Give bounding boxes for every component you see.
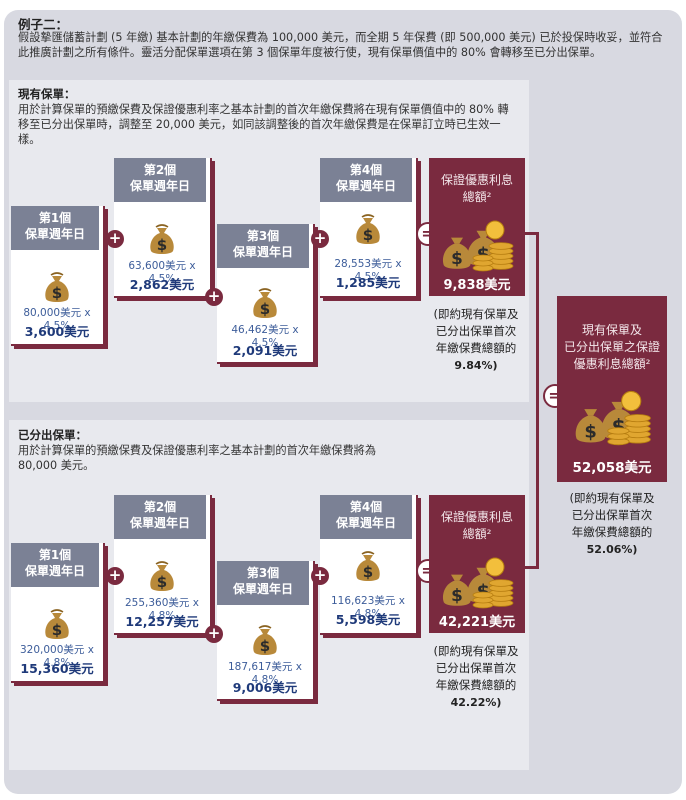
note-line: 已分出保單首次: [571, 508, 653, 522]
money-bag-icon: $: [147, 557, 177, 597]
money-bag-icon: $: [250, 284, 280, 324]
anniversary-card-4: 第4個 保單週年日 $116,623美元 x 4.8%5,598美元: [320, 495, 418, 635]
anniversary-tab: 第4個 保單週年日: [320, 158, 412, 202]
interest-amount: 5,598美元: [335, 612, 401, 627]
interest-calculation: 116,623美元 x 4.8%: [331, 595, 405, 620]
interest-amount: 3,600美元: [24, 324, 90, 339]
anniversary-tab: 第4個 保單週年日: [320, 495, 412, 539]
plus-icon: +: [106, 230, 124, 248]
connector-line: [536, 232, 539, 568]
total-title: 保證優惠利息 總額²: [440, 173, 513, 204]
interest-calculation: 255,360美元 x 4.8%: [125, 597, 199, 622]
svg-text:$: $: [157, 236, 167, 254]
example-title: 例子二：: [18, 17, 69, 32]
interest-calculation: 320,000美元 x 4.8%: [20, 644, 94, 669]
svg-text:$: $: [363, 226, 373, 244]
percentage-note: (即約現有保單及已分出保單首次年繳保費總額的 42.22%): [418, 643, 534, 711]
note-line: 年繳保費總額的: [435, 678, 517, 692]
note-line: 已分出保單首次: [435, 661, 517, 675]
interest-calculation: 63,600美元 x 4.5%: [128, 260, 196, 285]
interest-calculation: 28,553美元 x 4.5%: [334, 258, 402, 283]
interest-amount: 12,257美元: [125, 614, 199, 629]
svg-text:$: $: [451, 585, 463, 605]
percentage-note: (即約現有保單及已分出保單首次年繳保費總額的 9.84%): [418, 306, 534, 374]
money-bags-coins-icon: $$: [569, 384, 655, 452]
interest-amount: 2,091美元: [232, 343, 298, 358]
money-bag-icon: $: [250, 621, 280, 661]
plus-icon: +: [311, 567, 329, 585]
existing-policy-heading: 現有保單：: [18, 87, 76, 101]
interest-amount: 2,862美元: [129, 277, 195, 292]
split-policy-heading: 已分出保單：: [18, 428, 87, 442]
interest-calculation: 80,000美元 x 4.5%: [23, 307, 91, 332]
svg-text:$: $: [52, 621, 62, 639]
anniversary-card-3: 第3個 保單週年日 $187,617美元 x 4.8%9,006美元: [217, 561, 315, 701]
existing-policy-text: 用於計算保單的預繳保費及保證優惠利率之基本計劃的首次年繳保費將在現有保單價值中的…: [18, 103, 509, 146]
anniversary-card-1: 第1個 保單週年日 $320,000美元 x 4.8%15,360美元: [11, 543, 105, 683]
svg-text:$: $: [260, 300, 270, 318]
anniversary-tab: 第3個 保單週年日: [217, 224, 309, 268]
anniversary-card-4: 第4個 保單週年日 $28,553美元 x 4.5%1,285美元: [320, 158, 418, 298]
anniversary-card-2: 第2個 保單週年日 $255,360美元 x 4.8%12,257美元: [114, 495, 212, 635]
svg-text:$: $: [157, 573, 167, 591]
interest-amount: 9,006美元: [232, 680, 298, 695]
svg-text:$: $: [584, 421, 596, 442]
anniversary-tab: 第3個 保單週年日: [217, 561, 309, 605]
note-line: 年繳保費總額的: [571, 525, 653, 539]
anniversary-card-1: 第1個 保單週年日 $80,000美元 x 4.5%3,600美元: [11, 206, 105, 346]
svg-text:$: $: [451, 248, 463, 268]
connector-line: [525, 566, 539, 569]
connector-line: [525, 232, 539, 235]
total-amount: 9,838美元: [443, 278, 511, 293]
anniversary-tab: 第1個 保單週年日: [11, 206, 99, 250]
plus-icon: +: [205, 625, 223, 643]
note-line: 已分出保單首次: [435, 324, 517, 338]
money-bag-icon: $: [353, 547, 383, 587]
guaranteed-interest-total-box: 保證優惠利息 總額² $$42,221美元: [429, 495, 525, 633]
anniversary-tab: 第2個 保單週年日: [114, 495, 206, 539]
money-bag-icon: $: [42, 605, 72, 645]
plus-icon: +: [106, 567, 124, 585]
svg-text:$: $: [52, 284, 62, 302]
note-percentage: 9.84%): [454, 359, 498, 372]
interest-calculation: 187,617美元 x 4.8%: [228, 661, 302, 686]
anniversary-tab: 第2個 保單週年日: [114, 158, 206, 202]
note-line: 年繳保費總額的: [435, 341, 517, 355]
note-percentage: 42.22%): [450, 696, 502, 709]
interest-calculation: 46,462美元 x 4.5%: [231, 324, 299, 349]
svg-text:$: $: [260, 637, 270, 655]
grand-total-title: 現有保單及 已分出保單之保證 優惠利息總額²: [563, 323, 660, 371]
money-bag-icon: $: [42, 268, 72, 308]
note-line: (即約現有保單及: [569, 491, 655, 505]
example-description: 假設摯匯儲蓄計劃 (5 年繳) 基本計劃的年繳保費為 100,000 美元，而全…: [18, 31, 663, 59]
money-bag-icon: $: [353, 210, 383, 250]
money-bags-coins-icon: $$: [437, 214, 517, 278]
total-amount: 42,221美元: [438, 615, 516, 630]
svg-text:$: $: [363, 563, 373, 581]
anniversary-card-2: 第2個 保單週年日 $63,600美元 x 4.5%2,862美元: [114, 158, 212, 298]
grand-total-box: 現有保單及 已分出保單之保證 優惠利息總額² $$ 52,058美元: [557, 296, 667, 482]
guaranteed-interest-total-box: 保證優惠利息 總額² $$9,838美元: [429, 158, 525, 296]
anniversary-card-3: 第3個 保單週年日 $46,462美元 x 4.5%2,091美元: [217, 224, 315, 364]
plus-icon: +: [205, 288, 223, 306]
note-line: (即約現有保單及: [433, 307, 519, 321]
money-bags-coins-icon: $$: [437, 551, 517, 615]
note-line: (即約現有保單及: [433, 644, 519, 658]
interest-amount: 1,285美元: [335, 275, 401, 290]
money-bag-icon: $: [147, 220, 177, 260]
interest-amount: 15,360美元: [20, 661, 94, 676]
total-title: 保證優惠利息 總額²: [440, 510, 513, 541]
anniversary-tab: 第1個 保單週年日: [11, 543, 99, 587]
plus-icon: +: [311, 230, 329, 248]
grand-total-amount: 52,058美元: [572, 460, 652, 476]
grand-percentage-note: (即約現有保單及已分出保單首次年繳保費總額的 52.06%): [553, 490, 671, 558]
split-policy-text: 用於計算保單的預繳保費及保證優惠利率之基本計劃的首次年繳保費將為 80,000 …: [18, 444, 377, 472]
note-percentage: 52.06%): [586, 543, 638, 556]
